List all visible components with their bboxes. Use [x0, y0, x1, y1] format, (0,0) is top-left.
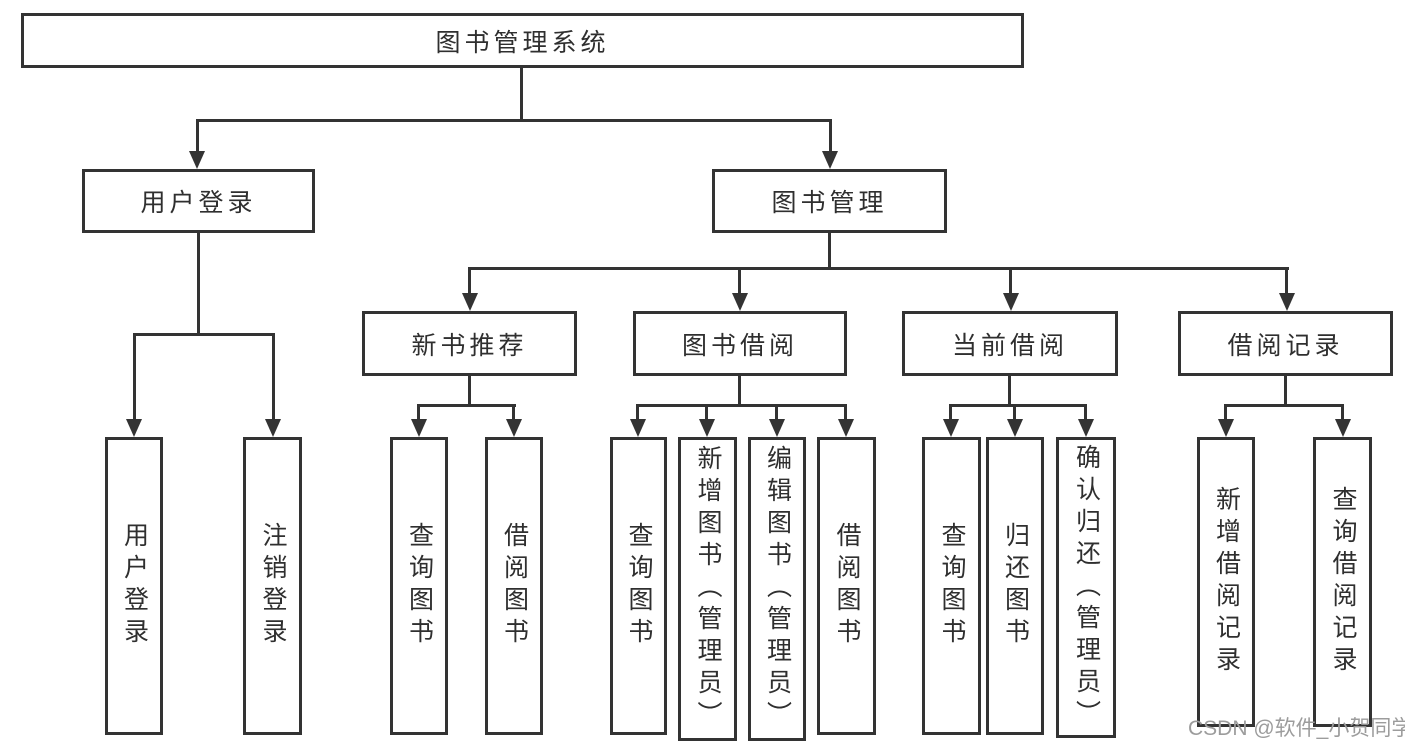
connector-hline: [1224, 404, 1344, 407]
arrow-down-icon: [1003, 293, 1019, 311]
arrow-down-icon: [506, 419, 522, 437]
connector-vline: [272, 333, 275, 421]
arrow-down-icon: [1218, 419, 1234, 437]
node-new-book-recommendation: 新书推荐: [362, 311, 577, 376]
arrow-down-icon: [943, 419, 959, 437]
connector-vline: [133, 333, 136, 421]
connector-vline: [1013, 404, 1016, 422]
connector-vline: [829, 119, 832, 155]
node-system-root: 图书管理系统: [21, 13, 1024, 68]
connector-vline: [468, 376, 471, 407]
leaf-user-login: 用户登录: [105, 437, 163, 735]
connector-vline: [1009, 267, 1012, 295]
connector-vline: [468, 267, 471, 295]
connector-vline: [1224, 404, 1227, 422]
arrow-down-icon: [732, 293, 748, 311]
connector-hline: [468, 267, 1289, 270]
connector-vline: [844, 404, 847, 422]
arrow-down-icon: [1335, 419, 1351, 437]
leaf-query-borrow-record: 查询借阅记录: [1313, 437, 1372, 727]
connector-hline: [417, 404, 516, 407]
connector-vline: [512, 404, 515, 422]
arrow-down-icon: [1078, 419, 1094, 437]
leaf-return-books: 归还图书: [986, 437, 1044, 735]
arrow-down-icon: [838, 419, 854, 437]
arrow-down-icon: [699, 419, 715, 437]
leaf-add-books-admin: 新增图书（管理员）: [678, 437, 737, 741]
arrow-down-icon: [1279, 293, 1295, 311]
watermark: CSDN @软件_小贺同学: [1188, 717, 1405, 740]
connector-vline: [705, 404, 708, 422]
connector-vline: [1084, 404, 1087, 422]
connector-hline: [949, 404, 1087, 407]
connector-vline: [636, 404, 639, 422]
arrow-down-icon: [1007, 419, 1023, 437]
node-book-management: 图书管理: [712, 169, 947, 233]
connector-vline: [1284, 376, 1287, 407]
arrow-down-icon: [462, 293, 478, 311]
arrow-down-icon: [411, 419, 427, 437]
leaf-edit-books-admin: 编辑图书（管理员）: [748, 437, 806, 741]
connector-hline: [636, 404, 847, 407]
connector-vline: [775, 404, 778, 422]
connector-hline: [196, 119, 832, 122]
leaf-query-books-borrowing: 查询图书: [610, 437, 667, 735]
leaf-query-books-recommend: 查询图书: [390, 437, 448, 735]
arrow-down-icon: [822, 151, 838, 169]
connector-vline: [417, 404, 420, 422]
node-borrowing-records: 借阅记录: [1178, 311, 1393, 376]
connector-vline: [1008, 376, 1011, 407]
arrow-down-icon: [189, 151, 205, 169]
arrow-down-icon: [769, 419, 785, 437]
arrow-down-icon: [126, 419, 142, 437]
connector-vline: [738, 267, 741, 295]
connector-vline: [1341, 404, 1344, 422]
connector-vline: [949, 404, 952, 422]
connector-vline: [197, 233, 200, 336]
leaf-borrow-books: 借阅图书: [817, 437, 876, 735]
connector-vline: [196, 119, 199, 155]
arrow-down-icon: [630, 419, 646, 437]
leaf-borrow-books-recommend: 借阅图书: [485, 437, 543, 735]
leaf-query-books-current: 查询图书: [922, 437, 981, 735]
leaf-logout: 注销登录: [243, 437, 302, 735]
leaf-add-borrow-record: 新增借阅记录: [1197, 437, 1255, 727]
connector-hline: [133, 333, 275, 336]
connector-vline: [738, 376, 741, 407]
connector-vline: [1285, 267, 1288, 295]
arrow-down-icon: [265, 419, 281, 437]
leaf-confirm-return-admin: 确认归还（管理员）: [1056, 437, 1116, 738]
node-book-borrowing: 图书借阅: [633, 311, 847, 376]
node-current-borrowing: 当前借阅: [902, 311, 1118, 376]
node-user-login: 用户登录: [82, 169, 315, 233]
connector-vline: [520, 68, 523, 121]
connector-vline: [828, 233, 831, 270]
